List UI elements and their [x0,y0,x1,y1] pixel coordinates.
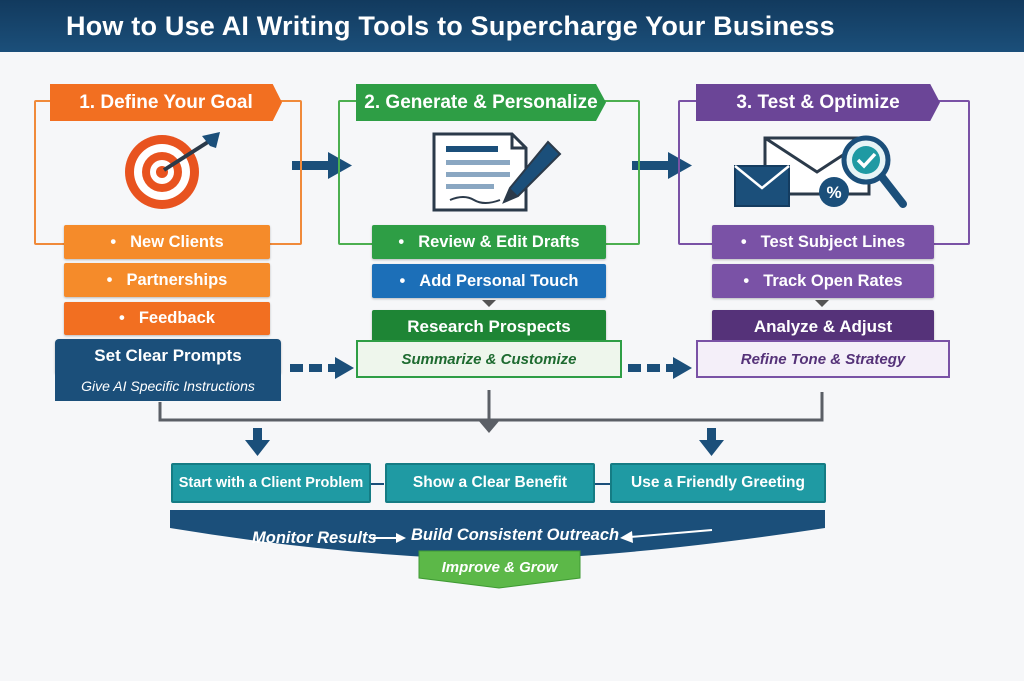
step3-bullet-subject-lines: •Test Subject Lines [712,225,934,259]
step2-bullet-personal-touch: •Add Personal Touch [372,264,606,298]
dashed-arrow-1 [290,357,354,379]
arrow-step1-to-step2 [292,152,352,179]
band-arrow-left [620,529,713,543]
step1-action-set-clear-prompts: Set Clear Prompts [55,339,281,373]
step2-action-research-prospects: Research Prospects [372,310,606,344]
arrow-step2-to-step3 [632,152,692,179]
target-icon [125,132,220,209]
step1-bullet-feedback: •Feedback [64,302,270,335]
percent-icon-text: % [826,183,841,202]
tip-client-problem: Start with a Client Problem [171,463,371,503]
step1-heading: 1. Define Your Goal [50,84,282,121]
improve-pill [418,550,581,589]
step1-action-sub: Give AI Specific Instructions [55,371,281,401]
dashed-arrow-2 [628,357,692,379]
cycle-monitor-results: Monitor Results [252,528,377,547]
cycle-band [170,510,825,560]
step3-action-analyze-adjust: Analyze & Adjust [712,310,934,344]
document-pen-icon [432,132,562,212]
cycle-improve-grow: Improve & Grow [441,558,558,576]
cycle-build-outreach: Build Consistent Outreach [411,525,620,544]
title-bar [0,0,1024,52]
email-magnifier-icon: % [734,135,907,208]
step3-bullet-open-rates: •Track Open Rates [712,264,934,298]
step2-action-sub: Summarize & Customize [356,340,622,378]
band-arrow-right [373,533,406,543]
page-title: How to Use AI Writing Tools to Superchar… [66,11,835,41]
caret-down-3 [815,300,829,307]
step3-action-sub: Refine Tone & Strategy [696,340,950,378]
tip-clear-benefit: Show a Clear Benefit [385,463,595,503]
down-arrow-right [699,428,724,456]
caret-down-2 [482,300,496,307]
step1-bullet-new-clients: •New Clients [64,225,270,259]
step2-bullet-review-edit: •Review & Edit Drafts [372,225,606,259]
step1-bullet-partnerships: •Partnerships [64,263,270,297]
tip-friendly-greeting: Use a Friendly Greeting [610,463,826,503]
down-arrow-left [245,428,270,456]
step2-heading: 2. Generate & Personalize [356,84,606,121]
merge-caret [478,420,500,433]
step3-heading: 3. Test & Optimize [696,84,940,121]
